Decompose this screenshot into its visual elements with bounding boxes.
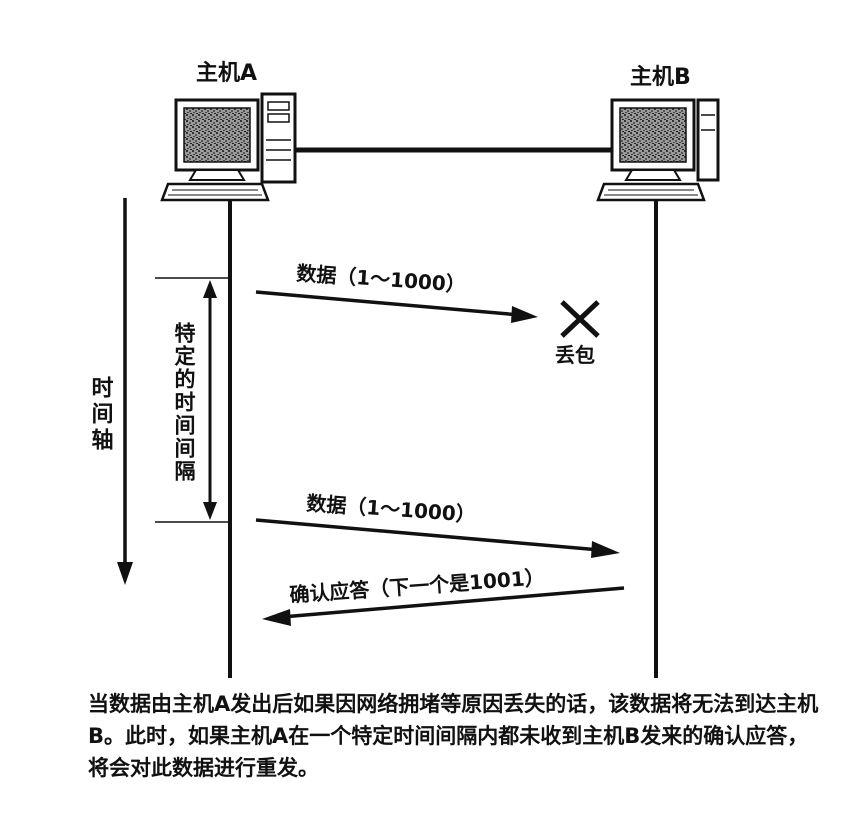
host-b-computer-icon — [596, 98, 720, 202]
host-a-label: 主机A — [196, 61, 257, 86]
ack-arrow — [262, 586, 625, 626]
data-resend-arrow — [255, 518, 620, 558]
caption-text: 当数据由主机A发出后如果因网络拥堵等原因丢失的话，该数据将无法到达主机B。此时，… — [88, 692, 819, 780]
host-b-label: 主机B — [630, 65, 691, 90]
ack-label: 确认应答（下一个是1001） — [289, 565, 546, 607]
interval-label: 特定的时间间隔 — [172, 321, 196, 483]
host-a-computer-icon — [160, 92, 297, 202]
time-axis-arrow — [117, 198, 133, 585]
data-resend-label: 数据（1～1000） — [306, 491, 477, 527]
packet-loss-label: 丢包 — [555, 343, 595, 367]
packet-loss-x-icon — [560, 300, 600, 338]
interval-double-arrow — [203, 280, 217, 520]
data-lost-label: 数据（1～1000） — [296, 261, 467, 297]
retransmission-diagram: 主机A 主机B 时间轴 特定的时间间隔 数据（1～1000） 丢包 数据（1～1… — [88, 61, 720, 678]
data-lost-arrow — [255, 290, 538, 323]
time-axis-label: 时间轴 — [88, 376, 114, 454]
